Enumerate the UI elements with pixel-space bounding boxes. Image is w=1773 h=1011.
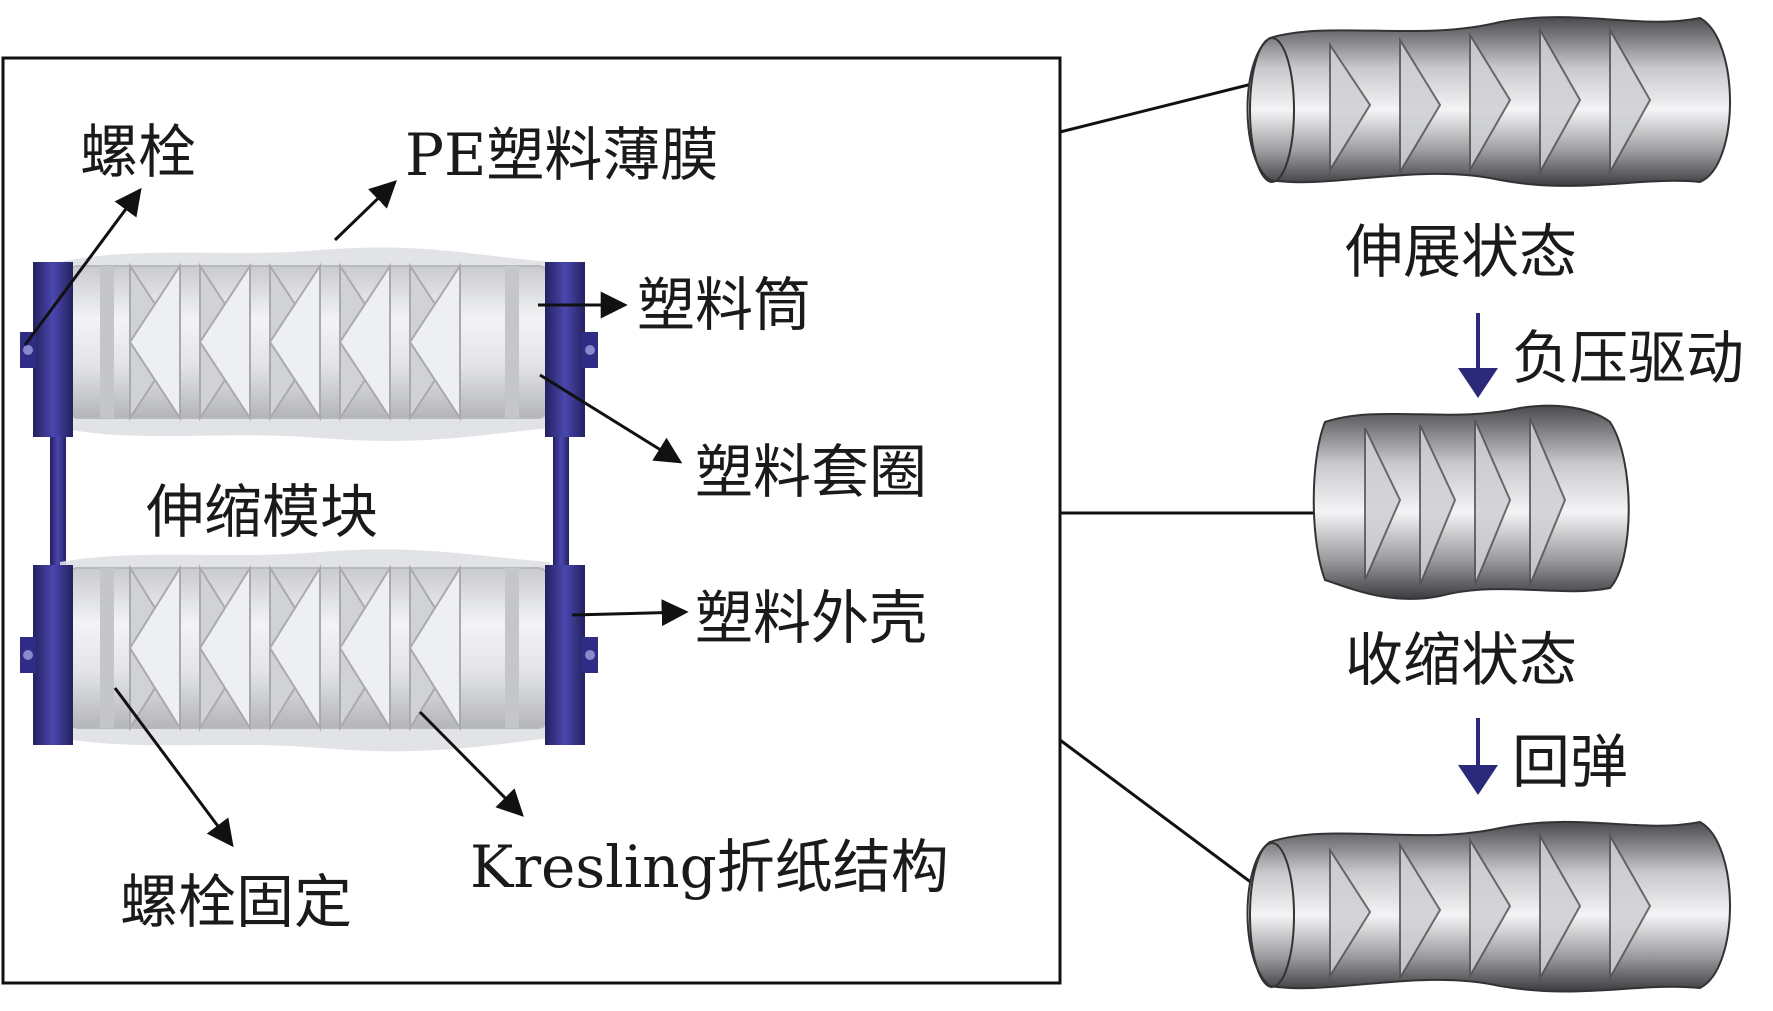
upper-module xyxy=(20,247,598,441)
kresling-pattern-lower xyxy=(128,564,462,732)
label-module: 伸缩模块 xyxy=(146,478,378,546)
label-plastic-shell: 塑料外壳 xyxy=(695,584,927,652)
end-cap-lower-right xyxy=(545,565,585,745)
label-negative-pressure: 负压驱动 xyxy=(1512,324,1744,392)
label-extended-state: 伸展状态 xyxy=(1345,218,1577,286)
connector-line-bottom xyxy=(1059,738,1269,897)
state-rebound-image xyxy=(1246,820,1731,993)
kresling-pattern-upper xyxy=(128,262,462,422)
label-bolt-fixing: 螺栓固定 xyxy=(120,868,352,936)
plastic-collar-lower-right xyxy=(505,568,519,728)
lower-module xyxy=(20,549,598,752)
label-kresling: Kresling折纸结构 xyxy=(470,833,949,901)
end-cap-upper-right xyxy=(545,262,585,437)
label-plastic-tube: 塑料筒 xyxy=(637,271,811,339)
plastic-collar-upper-left xyxy=(100,266,114,418)
label-plastic-collar: 塑料套圈 xyxy=(695,438,927,506)
label-pe-film: PE塑料薄膜 xyxy=(405,121,718,189)
label-rebound: 回弹 xyxy=(1512,728,1628,796)
label-contracted-state: 收缩状态 xyxy=(1345,626,1577,694)
arrow-plastic-collar xyxy=(539,373,683,464)
bolt-lower-right xyxy=(582,637,598,673)
end-cap-lower-left xyxy=(33,565,73,745)
connecting-rod-right xyxy=(553,435,569,575)
module-assembly xyxy=(20,247,598,752)
transition-rebound xyxy=(1458,718,1498,795)
bolt-upper-right xyxy=(582,332,598,368)
plastic-collar-lower-left xyxy=(100,568,114,728)
connector-line-top xyxy=(1059,78,1269,134)
connecting-rod-left xyxy=(50,435,66,575)
annotation-arrows xyxy=(23,180,689,848)
label-bolt: 螺栓 xyxy=(80,118,196,186)
bolt-upper-left xyxy=(20,332,36,368)
state-extended-image xyxy=(1246,16,1731,187)
plastic-collar-upper-right xyxy=(505,266,519,418)
arrow-bolt xyxy=(23,187,142,346)
arrow-bolt-fixing xyxy=(113,687,234,848)
bolt-lower-left xyxy=(20,637,36,673)
arrow-kresling xyxy=(418,710,524,817)
arrow-plastic-shell xyxy=(571,599,689,627)
left-panel-frame xyxy=(1,56,1062,985)
transition-negative-pressure xyxy=(1458,313,1498,398)
arrow-pe-film xyxy=(333,180,397,242)
state-contracted-image xyxy=(1312,404,1630,600)
